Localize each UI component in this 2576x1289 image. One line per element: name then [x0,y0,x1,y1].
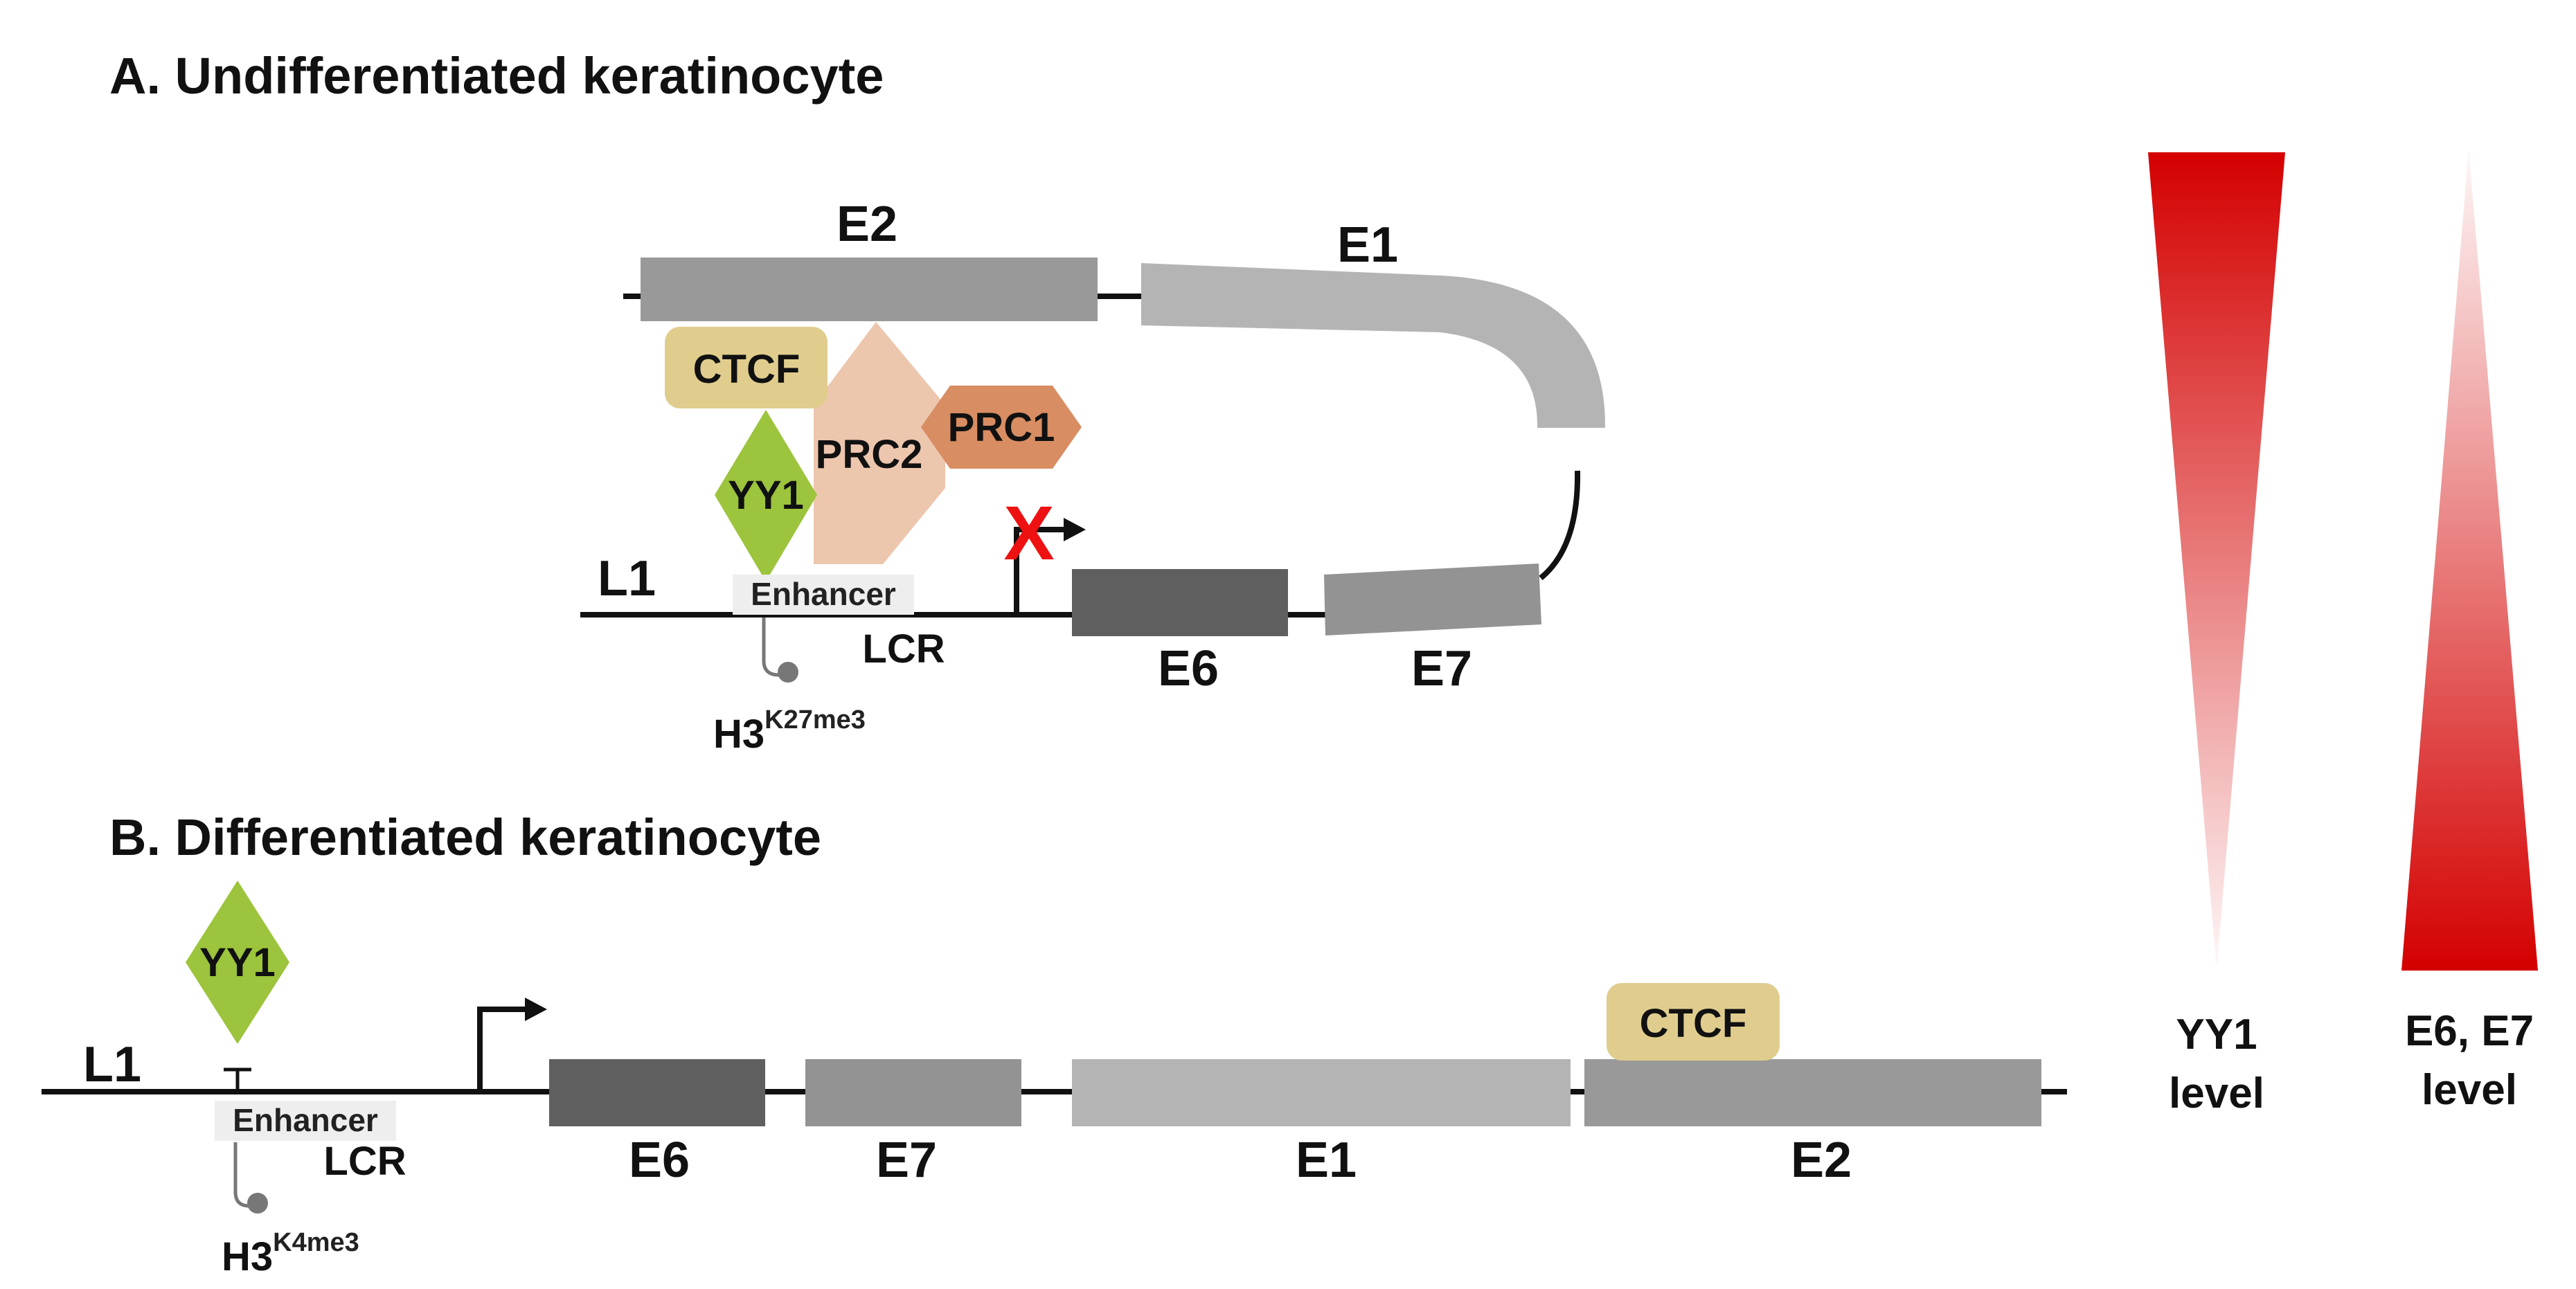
yy1-level-label-line1: YY1 [2176,1011,2257,1058]
e7-gene-bar-b [805,1059,1021,1126]
ctcf-label-a: CTCF [693,347,800,392]
e6-e7-level-wedge [2401,149,2538,971]
panel-b-title: B. Differentiated keratinocyte [109,809,821,866]
e6-e7-level-label-line1: E6, E7 [2405,1007,2534,1055]
l1-region-label: L1 [598,551,656,606]
e1-gene-label-b: E1 [1296,1133,1357,1188]
enhancer-box-b [215,1101,396,1141]
e7-gene-bar [1324,564,1541,636]
enhancer-label-a: Enhancer [751,576,896,612]
lcr-label-a: LCR [862,627,945,671]
panel-a: A. Undifferentiated keratinocyte E2 E1 L… [109,47,1606,757]
histone-label-a: H3K27me3 [713,705,866,757]
e7-gene-label: E7 [1411,641,1472,696]
e6-gene-label-b: E6 [629,1133,690,1188]
histone-stalk-b [233,1142,251,1208]
yy1-label-a: YY1 [728,473,804,518]
yy1-label-b: YY1 [199,940,276,985]
histone-mark-dot-a [778,662,798,683]
level-gradients: YY1 level E6, E7 level [2148,149,2538,1117]
e2-gene-bar [641,258,1098,321]
e1-gene-arc [1141,263,1606,428]
yy1-level-label-line2: level [2169,1070,2264,1117]
histone-label-b: H3K4me3 [222,1228,359,1279]
panel-b: B. Differentiated keratinocyte L1 E6 E7 … [42,809,2067,1279]
prc1-complex [921,386,1082,469]
dna-loop [1539,470,1581,581]
yy1-protein-b [186,881,289,1044]
e6-gene-bar [1072,569,1288,636]
prc2-label: PRC2 [816,432,923,477]
repressed-x-icon: X [1003,491,1054,576]
lcr-label-b: LCR [323,1139,406,1184]
yy1-level-wedge [2148,152,2285,969]
promoter-arrowhead [1064,518,1086,541]
e6-gene-label: E6 [1158,641,1219,696]
e6-e7-level-label-line2: level [2422,1066,2517,1114]
promoter-arrow [1014,527,1066,615]
enhancer-box-a [733,575,914,615]
ctcf-protein-a [665,327,828,408]
yy1-protein-a [715,410,817,582]
prc1-label: PRC1 [948,405,1055,450]
e6-gene-bar-b [549,1059,765,1126]
promoter-arrow-b [477,1007,528,1092]
e7-gene-label-b: E7 [876,1133,937,1188]
ctcf-label-b: CTCF [1640,1001,1747,1046]
panel-a-title: A. Undifferentiated keratinocyte [109,47,884,105]
prc2-complex [814,322,945,564]
e1-gene-bar-b [1072,1059,1571,1126]
e2-gene-label: E2 [837,197,897,252]
l1-region-label-b: L1 [83,1037,141,1092]
promoter-arrowhead-b [525,998,547,1021]
histone-mark-dot-b [247,1193,268,1214]
ctcf-protein-b [1607,983,1780,1061]
e2-gene-bar-b [1584,1059,2041,1126]
enhancer-label-b: Enhancer [233,1102,378,1138]
e1-gene-label: E1 [1337,217,1398,273]
e2-gene-label-b: E2 [1791,1133,1852,1188]
